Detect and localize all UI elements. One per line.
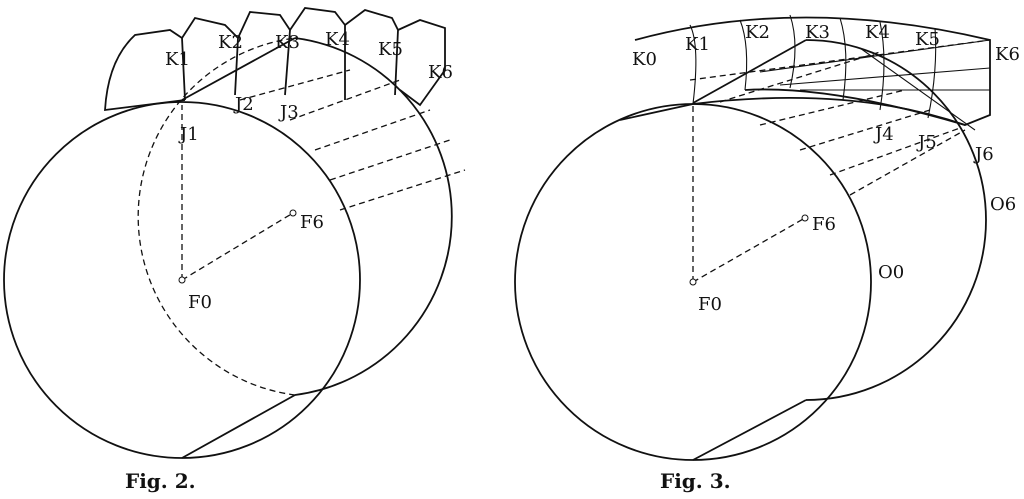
label-o6: O6: [990, 194, 1016, 215]
label-k4: K4: [325, 29, 350, 50]
label-k2: K2: [218, 32, 243, 53]
axis-f0-f6: [692, 217, 806, 283]
caption-fig-3: Fig. 3.: [660, 469, 731, 493]
label-j6: J6: [973, 144, 994, 165]
profile-curves: [689, 14, 991, 131]
label-k0: K0: [632, 49, 657, 70]
label-k3: K3: [805, 22, 830, 43]
label-k5: K5: [915, 29, 940, 50]
point-f6: [801, 214, 809, 222]
tangent-bottom: [692, 399, 807, 461]
label-k1: K1: [685, 34, 710, 55]
label-k6: K6: [995, 44, 1020, 65]
label-k4: K4: [865, 22, 890, 43]
figure-2: K1 K2 K3 K4 K5 K6 J1 J2 J3 F6 F0 Fig. 2.: [3, 7, 466, 493]
label-f0: F0: [188, 292, 212, 313]
label-k2: K2: [745, 22, 770, 43]
point-f6: [289, 209, 297, 217]
tangent-top: [181, 37, 296, 101]
label-j2: J2: [233, 94, 254, 115]
label-f6: F6: [300, 212, 324, 233]
label-k3: K3: [275, 32, 300, 53]
back-cylinder-rim: [294, 37, 453, 396]
label-o0: O0: [878, 262, 904, 283]
teeth: [104, 7, 446, 112]
axis-f0-f6: [181, 212, 294, 281]
label-j3: J3: [278, 102, 299, 123]
caption-fig-2: Fig. 2.: [125, 469, 196, 493]
point-f0: [689, 278, 697, 286]
tooth-flank: [744, 88, 966, 126]
label-j4: J4: [873, 124, 894, 145]
label-f6: F6: [812, 214, 836, 235]
figure-3: K0 K1 K2 K3 K4 K5 K6 J4 J5 J6 F6 F0 O0 O…: [514, 14, 1020, 493]
back-cylinder-rim: [805, 39, 987, 401]
helix-dashes: [689, 39, 991, 196]
label-k1: K1: [165, 49, 190, 70]
label-j5: J5: [916, 132, 937, 153]
tangent-bottom: [181, 394, 296, 459]
label-f0: F0: [698, 294, 722, 315]
point-f0: [178, 276, 186, 284]
label-j1: J1: [178, 124, 199, 145]
label-k6: K6: [428, 62, 453, 83]
helix-dashes: [239, 69, 466, 211]
front-cylinder-face: [3, 101, 361, 459]
label-k5: K5: [378, 39, 403, 60]
